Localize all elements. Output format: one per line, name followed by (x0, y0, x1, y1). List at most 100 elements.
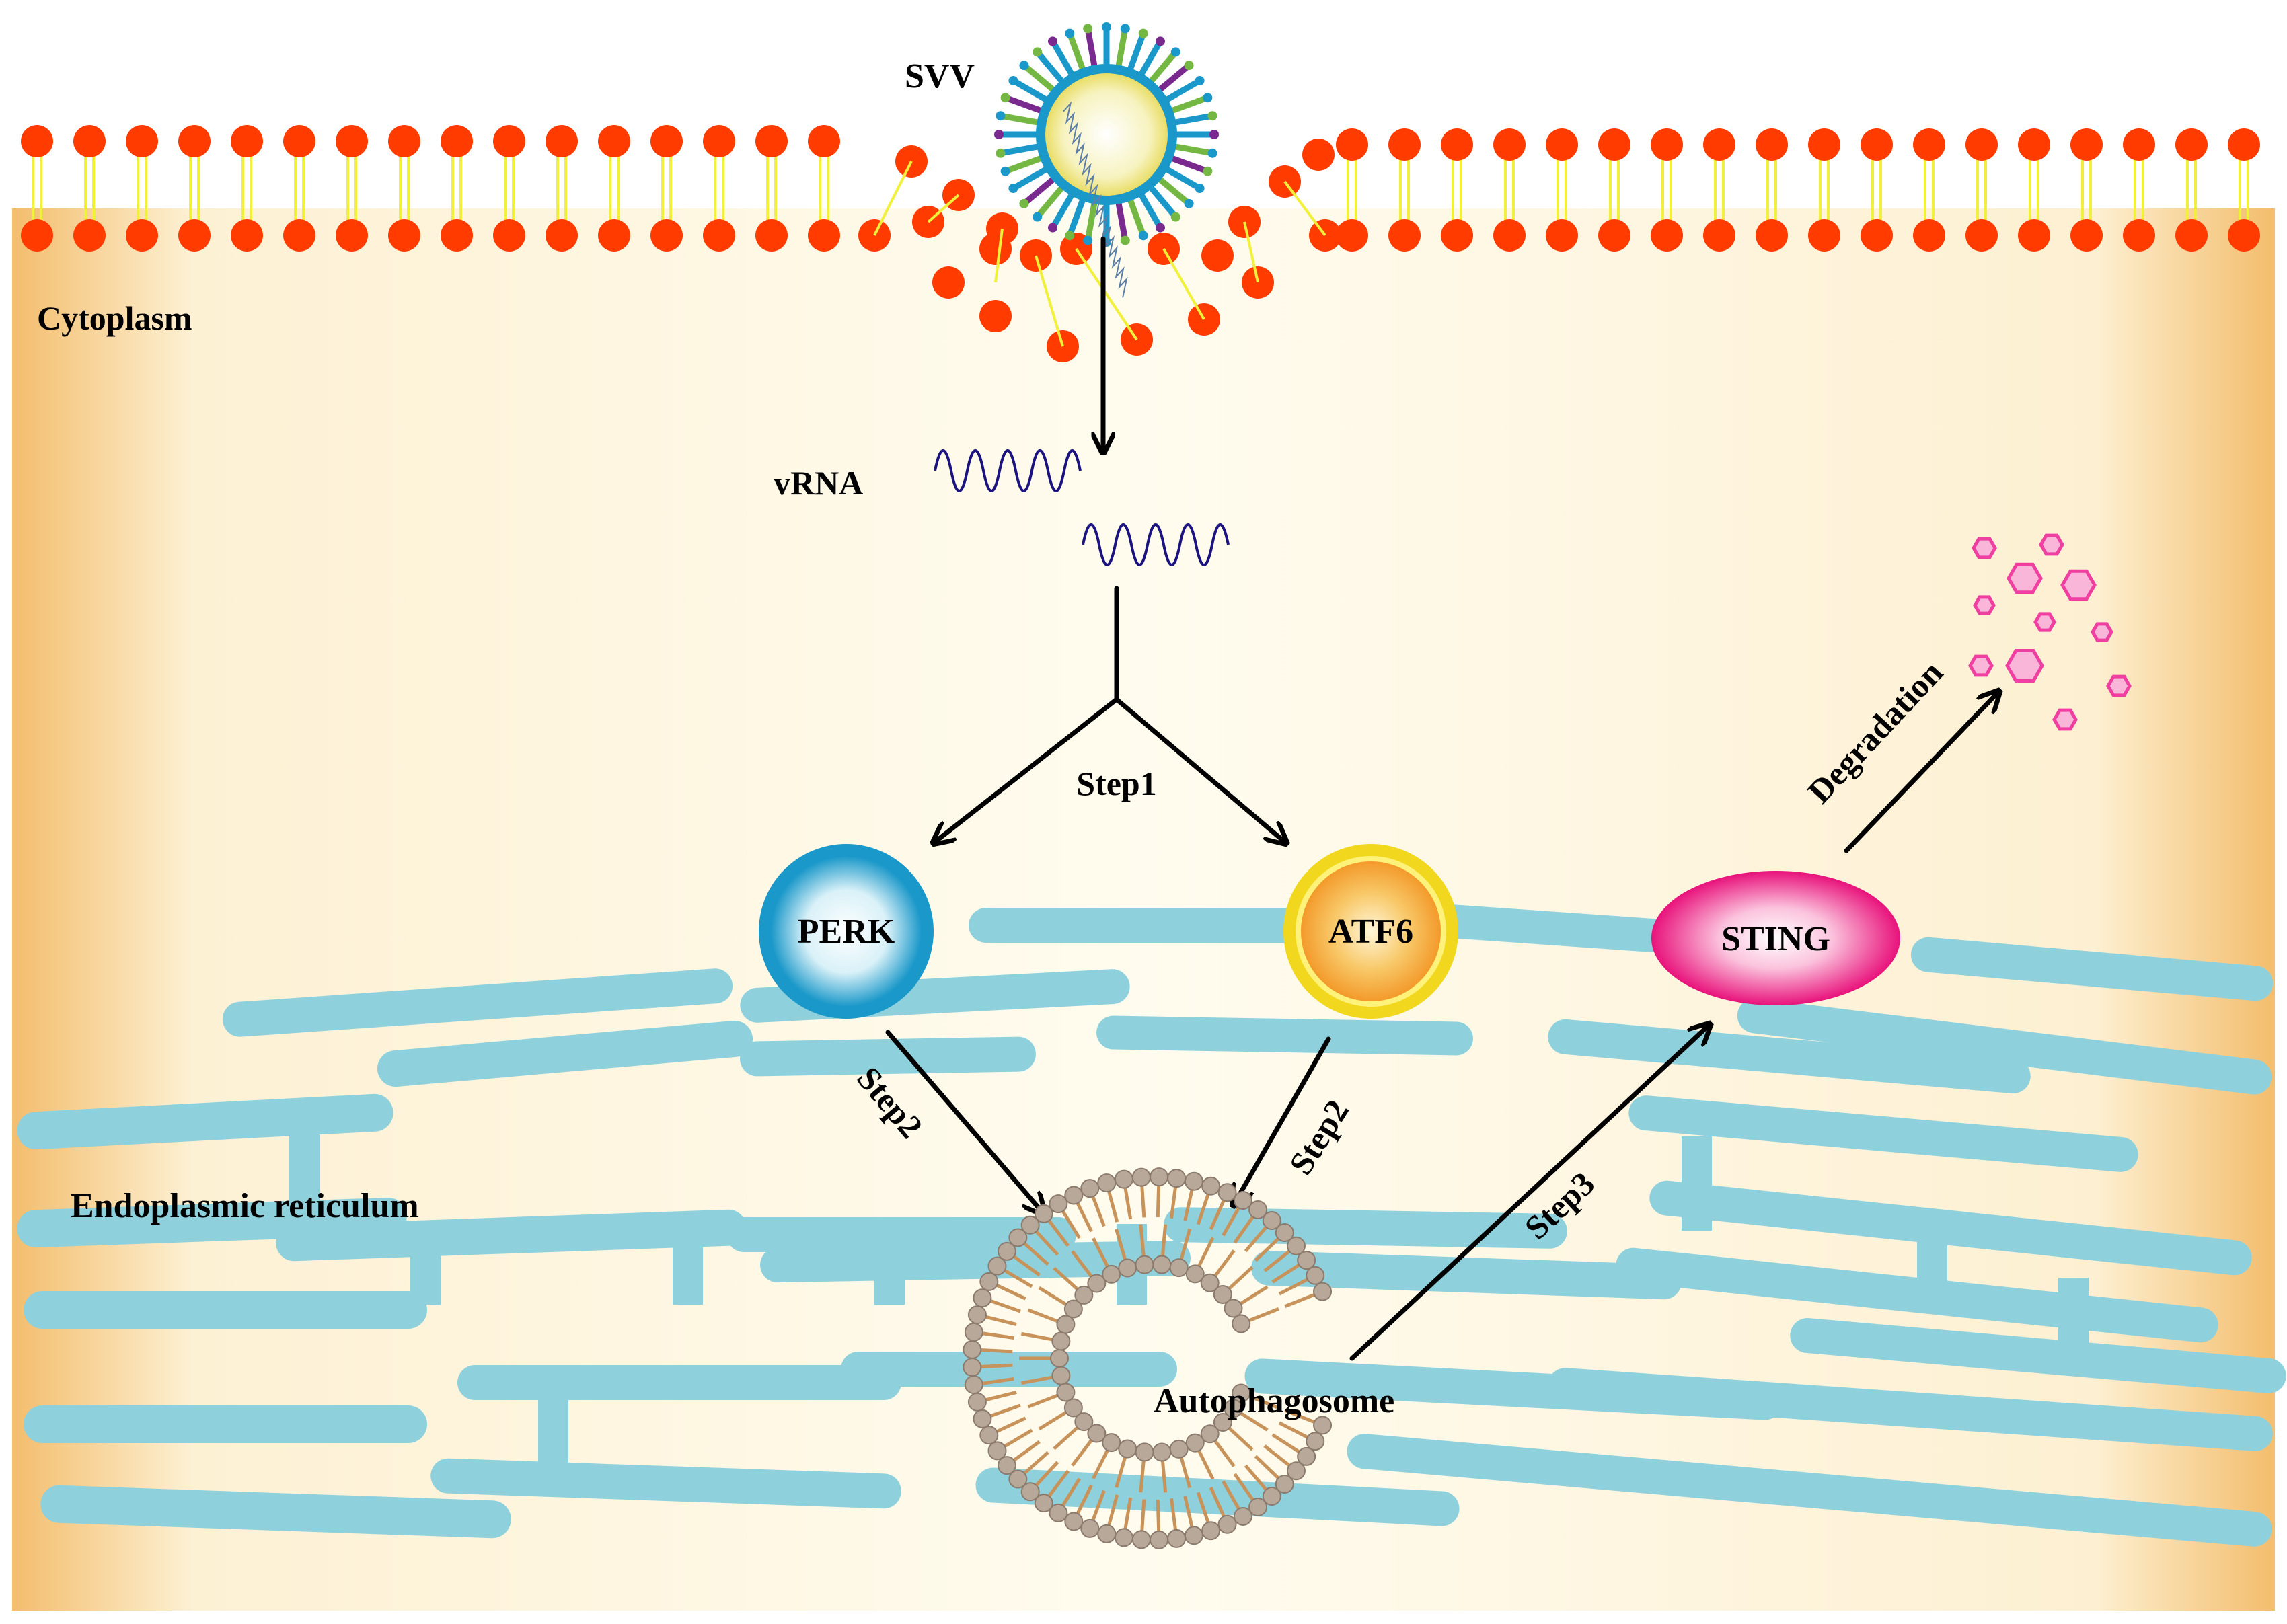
virus-spike-tip (1203, 166, 1213, 176)
autophagosome-head (1152, 1442, 1172, 1462)
autophagosome-head (1150, 1530, 1169, 1549)
autophagosome-head (1185, 1264, 1205, 1284)
autophagosome-head (1201, 1176, 1221, 1196)
lipid-head (388, 125, 420, 157)
vrna-strand-1 (934, 449, 1082, 492)
lipid-head (1388, 219, 1421, 252)
autophagosome-head (1114, 1169, 1133, 1189)
lipid-head (388, 219, 420, 252)
autophagosome-head (1306, 1432, 1325, 1451)
degradation-fragment (1972, 537, 1997, 559)
virus-spike-tip (1170, 47, 1180, 57)
virus-spike-tip (1019, 61, 1029, 71)
lipid-head (1756, 128, 1788, 161)
autophagosome-head (1184, 1171, 1203, 1191)
lipid-head (808, 219, 840, 252)
virus-spike-tip (1138, 28, 1148, 38)
degradation-fragment (2091, 622, 2113, 642)
degradation-fragment (1973, 595, 1996, 615)
er-connector (289, 1120, 320, 1207)
cytoplasm-label: Cytoplasm (37, 299, 192, 337)
lipid-head (1808, 128, 1840, 161)
lipid-head (546, 125, 578, 157)
lipid-tail (927, 194, 960, 223)
perk-label: PERK (798, 913, 895, 951)
lipid-head (1201, 239, 1234, 272)
autophagosome-head (1167, 1529, 1187, 1548)
virus-spike (1157, 176, 1193, 207)
autophagosome-head (1262, 1486, 1281, 1506)
lipid-head (2175, 128, 2208, 161)
virus-spike-tip (1008, 76, 1018, 85)
lipid-head (1493, 219, 1526, 252)
er-tube (40, 1485, 511, 1539)
pathway-arrows (885, 236, 1998, 1361)
lipid-head (546, 219, 578, 252)
vrna-strand-2 (1082, 523, 1230, 566)
lipid-head (650, 219, 683, 252)
lipid-head (336, 219, 368, 252)
virus-spike-tip (1065, 28, 1075, 38)
autophagosome-head (963, 1358, 982, 1377)
autophagosome-head (1184, 1526, 1203, 1545)
lipid-head (979, 233, 1012, 265)
virus-spike (1066, 198, 1086, 239)
autophagosome-head (1080, 1518, 1100, 1538)
sting-node: STING (1651, 871, 1900, 1005)
virus-spike (1049, 38, 1074, 77)
er-connector (2058, 1278, 2089, 1352)
autophagosome-head (1118, 1439, 1137, 1459)
autophagosome-head (967, 1392, 987, 1412)
virus-spike (1127, 198, 1147, 239)
autophagosome-label: Autophagosome (1154, 1382, 1394, 1420)
virus-spike (1010, 167, 1049, 192)
virus-spike-tip (996, 111, 1006, 121)
virus-spike (1002, 155, 1043, 175)
lipid-head (1703, 219, 1735, 252)
autophagosome-head (1131, 1530, 1151, 1549)
virus-spike-tip (1156, 36, 1165, 46)
virus-spike-tip (1102, 22, 1111, 32)
lipid-head (598, 219, 630, 252)
lipid-head (598, 125, 630, 157)
virus-spike-tip (1170, 212, 1180, 222)
autophagosome-head (1169, 1439, 1189, 1459)
autophagosome-head (1200, 1424, 1220, 1444)
lipid-head (231, 125, 263, 157)
autophagosome-head (997, 1241, 1016, 1261)
autophagosome-head (1224, 1299, 1243, 1318)
lipid-head (2228, 219, 2260, 252)
degradation-fragment (1968, 654, 1994, 677)
lipid-head (493, 125, 525, 157)
virus-spike (1139, 38, 1164, 77)
autophagosome-head (964, 1322, 983, 1342)
virus-spike-tip (1008, 184, 1018, 193)
autophagosome-head (1074, 1412, 1094, 1432)
lipid-tail (1243, 221, 1259, 283)
autophagosome-head (1087, 1274, 1107, 1293)
autophagosome-head (1313, 1416, 1333, 1435)
virus-label: SVV (905, 57, 975, 95)
degradation-fragment (2005, 648, 2044, 683)
step3-arrow (1349, 1026, 1709, 1361)
virus-spike-tip (1207, 148, 1217, 158)
autophagosome-head (1306, 1266, 1325, 1285)
autophagosome-head (987, 1256, 1007, 1276)
er-connector (874, 1231, 905, 1305)
step2-arrow-perk (885, 1030, 1043, 1212)
degradation-fragment (2060, 569, 2097, 601)
lipid-head (1703, 128, 1735, 161)
lipid-head (283, 125, 315, 157)
lipid-head (1441, 219, 1473, 252)
lipid-tail (873, 161, 913, 236)
autophagosome-head (1217, 1183, 1237, 1202)
er-tube (24, 1405, 427, 1443)
er-tube (1426, 904, 1668, 952)
step2-arrow-atf6 (1234, 1036, 1331, 1204)
autophagosome-head (1286, 1461, 1306, 1481)
step1-arrow-perk (935, 697, 1119, 842)
svv-virus-particle (994, 22, 1219, 298)
er-tube (1910, 937, 2274, 1001)
virus-spike-tip (996, 148, 1006, 158)
virus-spike-tip (1048, 223, 1057, 233)
